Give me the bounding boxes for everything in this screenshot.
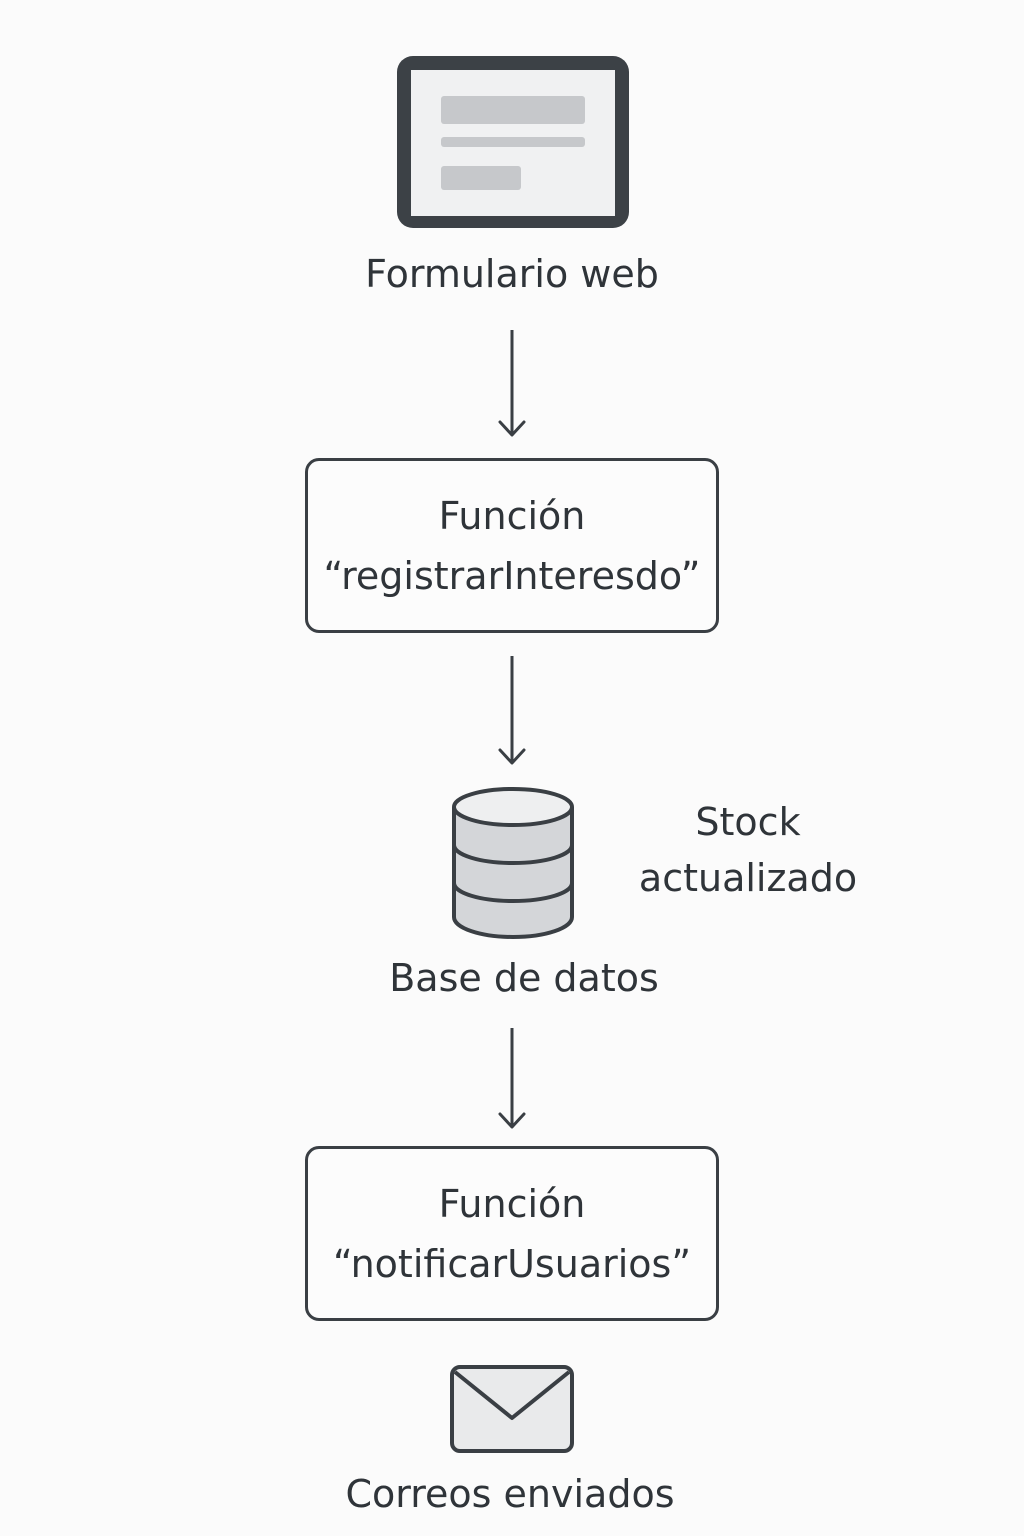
arrow-database-to-notify [498,1028,526,1129]
register-function-box: Función “registrarInteresdo” [305,458,719,633]
register-function-title: Función [438,493,586,538]
stock-note-line2: actualizado [638,856,858,900]
stock-note-line1: Stock [695,800,801,844]
database-label: Base de datos [389,956,659,1000]
emails-label: Correos enviados [345,1472,675,1516]
database-icon [452,787,574,939]
notify-function-name: “notificarUsuarios” [332,1241,692,1286]
web-form-icon [397,56,629,228]
envelope-icon [450,1365,574,1453]
notify-function-box: Función “notificarUsuarios” [305,1146,719,1321]
arrow-register-to-database [498,656,526,765]
form-label: Formulario web [365,252,659,296]
notify-function-title: Función [438,1181,586,1226]
register-function-name: “registrarInteresdo” [323,553,701,598]
arrow-form-to-register [498,330,526,437]
